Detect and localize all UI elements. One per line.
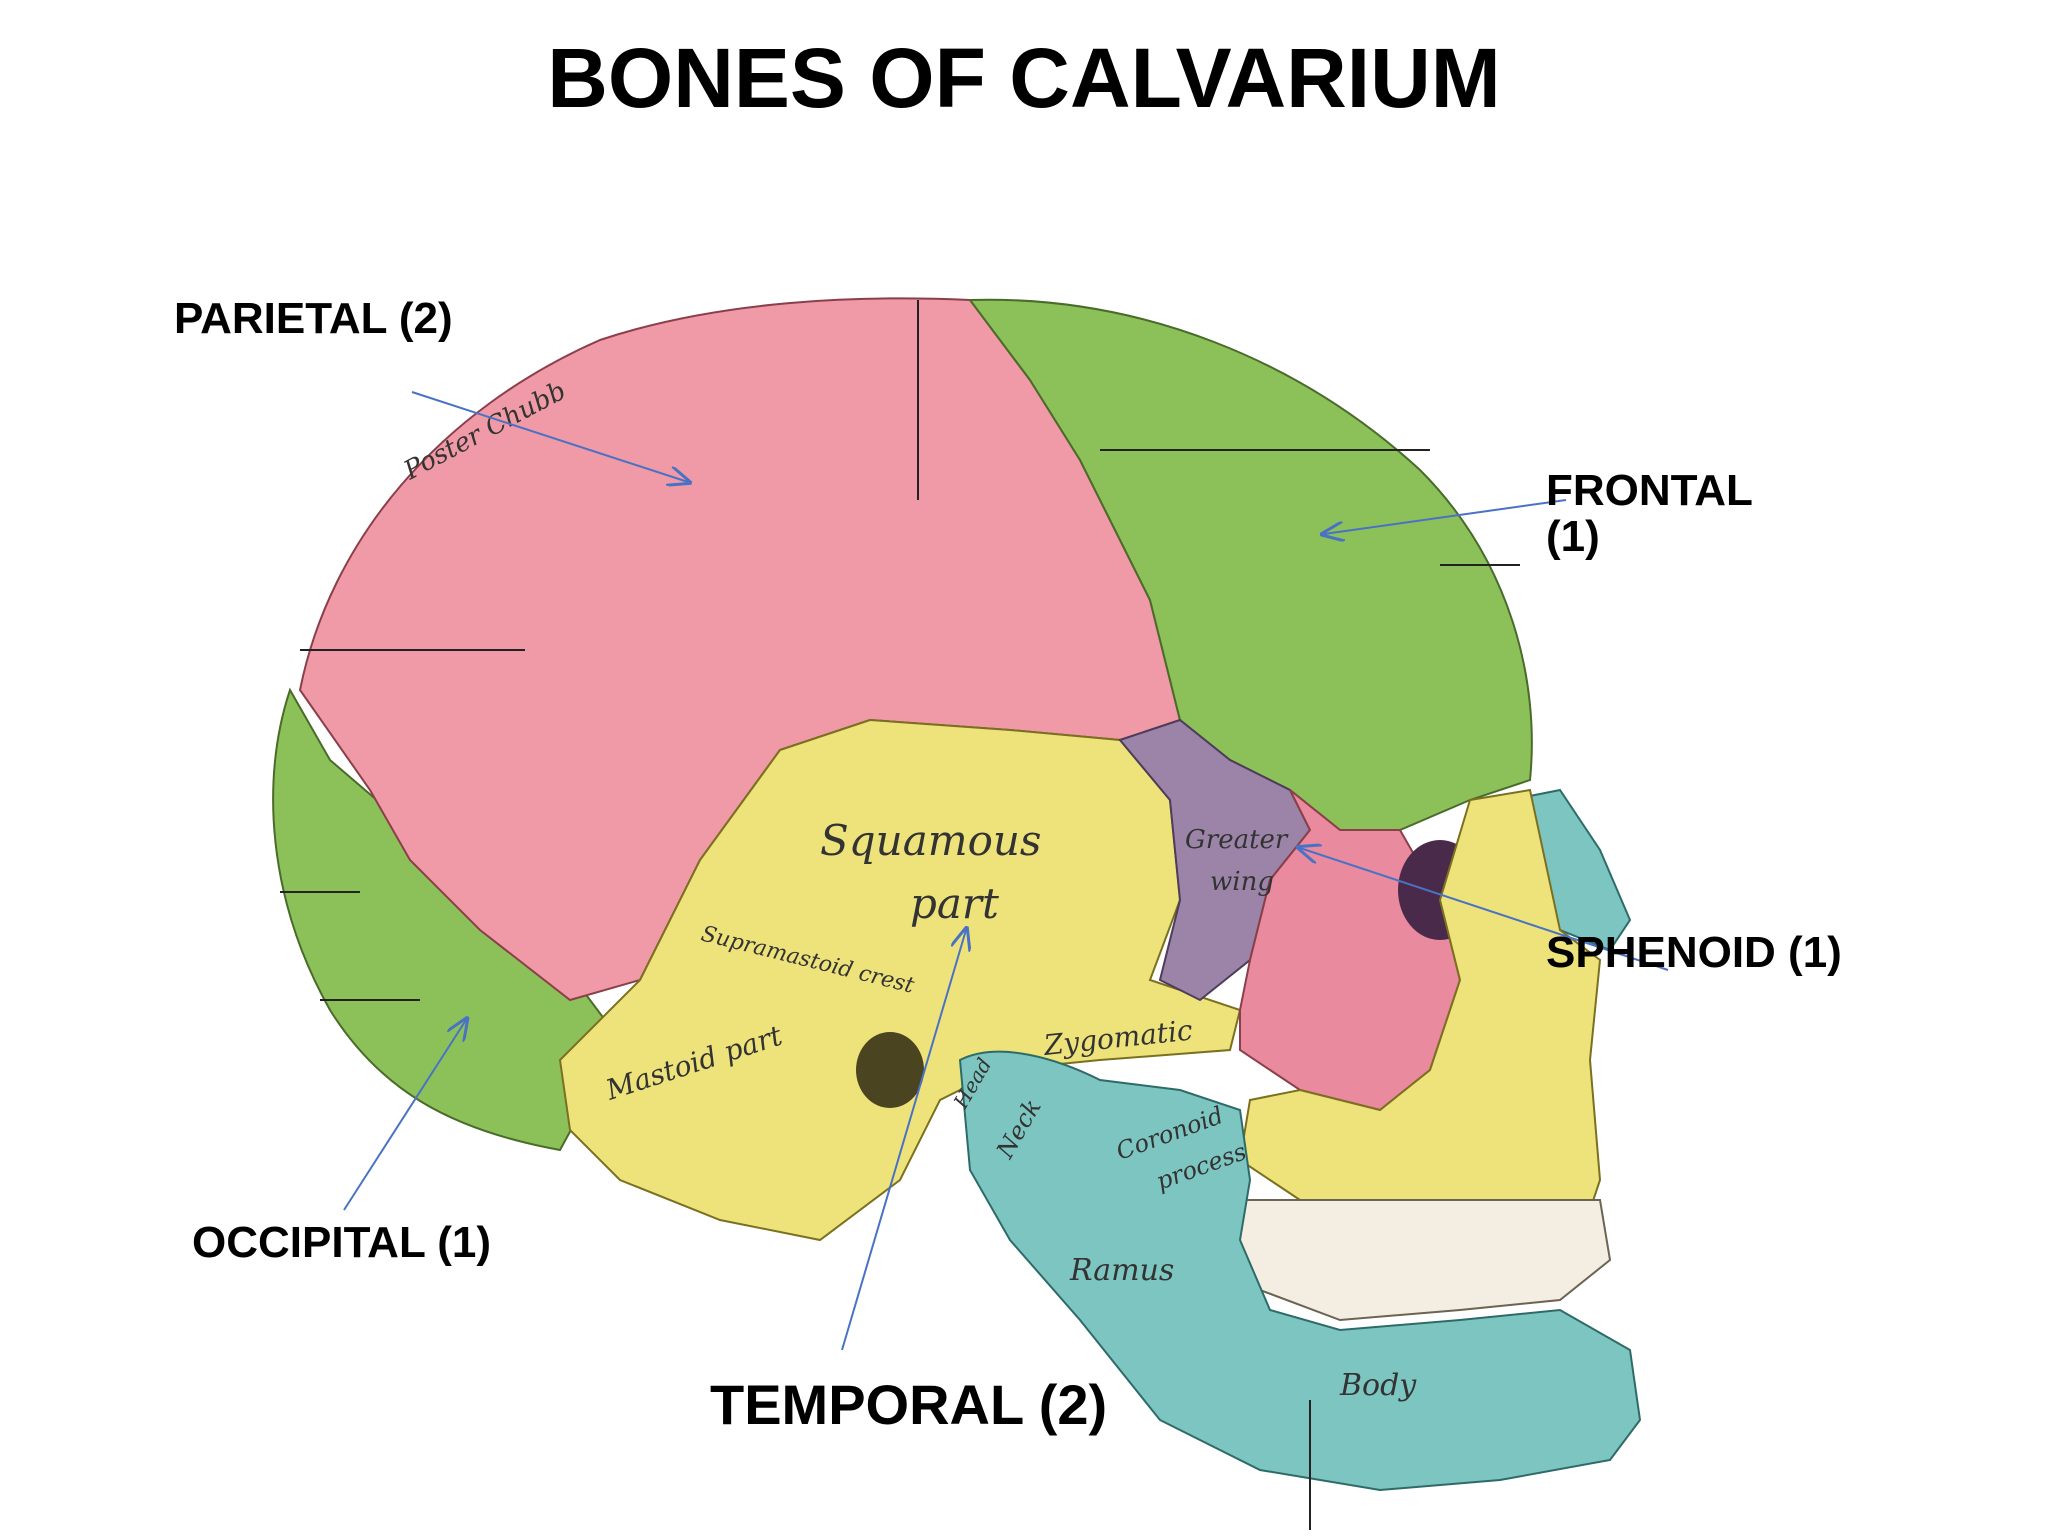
temporal-arrow [841, 930, 966, 1351]
sphenoid-arrow [1300, 848, 1669, 971]
body-label: Body [1339, 1368, 1417, 1403]
frontal-bone [968, 298, 1533, 831]
teeth [1228, 1199, 1612, 1322]
squamous-part-label: part [910, 879, 999, 928]
occipital-bone [272, 687, 622, 1152]
atlas-leader-lines [280, 300, 1520, 1530]
frontal-label: FRONTAL (1) [1546, 466, 1753, 562]
temporal-bone [558, 718, 1242, 1242]
greater-wing-label: Greater [1185, 825, 1289, 855]
frontal-arrow [1324, 499, 1567, 534]
parietal-arrow [411, 391, 688, 482]
external-auditory-meatus [856, 1032, 924, 1108]
parietal-label: PARIETAL (2) [174, 294, 453, 343]
squamous-label: Squamous [820, 816, 1041, 865]
occipital-arrow [343, 1020, 466, 1211]
temporal-label: TEMPORAL (2) [710, 1373, 1108, 1436]
occipital-label: OCCIPITAL (1) [192, 1218, 492, 1267]
slide-title: BONES OF CALVARIUM [547, 31, 1501, 125]
mandible-bone [958, 1050, 1642, 1492]
ramus-label: Ramus [1069, 1253, 1174, 1288]
wing-label: wing [1210, 867, 1274, 897]
sphenoid-label: SPHENOID (1) [1546, 928, 1842, 977]
